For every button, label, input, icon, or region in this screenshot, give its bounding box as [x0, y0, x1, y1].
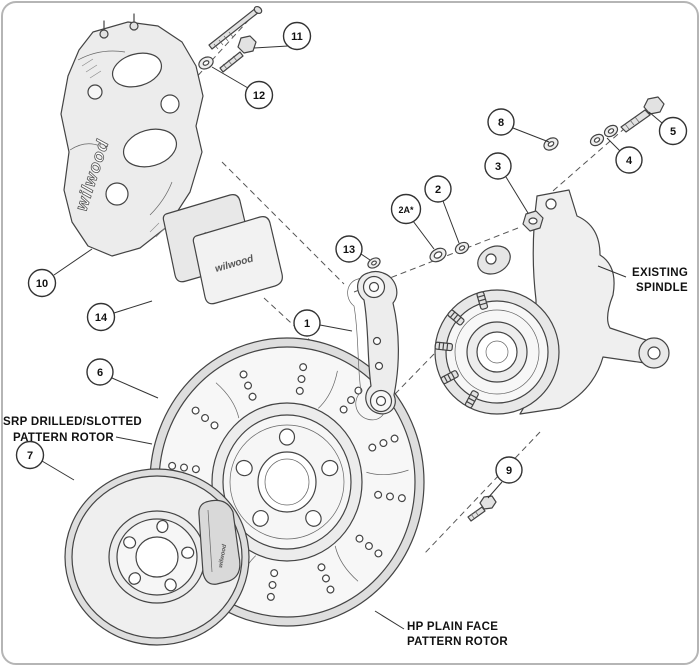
washer-4b: [589, 133, 605, 147]
callout-5: 5: [658, 116, 688, 146]
callout-8: 8: [487, 108, 515, 136]
nut-3: [522, 210, 544, 232]
callout-14-label: 14: [95, 312, 108, 324]
callout-7-label: 7: [27, 450, 33, 462]
washer-2: [454, 241, 470, 255]
srp-rotor-label-line1: SRP DRILLED/SLOTTED: [3, 416, 142, 428]
callout-3: 3: [484, 152, 512, 180]
bleed-screw-icon: [129, 21, 139, 31]
spindle: [434, 189, 670, 415]
hex-bolt-11: [219, 35, 257, 73]
callout-12-label: 12: [253, 90, 265, 102]
hardware: [198, 5, 665, 522]
hub: [434, 289, 560, 415]
callout-10-label: 10: [36, 278, 48, 290]
callout-8-label: 8: [498, 117, 504, 129]
washer-2a: [429, 247, 447, 263]
hex-bolt-9: [467, 495, 497, 522]
washer-8: [543, 137, 559, 151]
callout-1: 1: [293, 309, 321, 337]
callout-10: 10: [27, 268, 57, 298]
washer-12: [198, 56, 214, 70]
callout-11: 11: [282, 21, 312, 51]
callout-7: 7: [15, 440, 45, 470]
washer-13: [367, 257, 381, 269]
callout-2: 2: [424, 175, 452, 203]
caliper-bracket: [347, 270, 399, 421]
callout-leader-lines: [41, 45, 663, 630]
callout-14: 14: [86, 302, 116, 332]
rotor-plain-face: wilwood: [64, 468, 250, 646]
callout-9-label: 9: [506, 465, 512, 477]
callout-11-label: 11: [291, 31, 303, 43]
callout-2-label: 2: [435, 184, 441, 196]
hp-rotor-label-line1: HP PLAIN FACE: [407, 621, 498, 633]
callout-2a-label: 2A*: [398, 205, 414, 215]
text-labels: EXISTING SPINDLE SRP DRILLED/SLOTTED PAT…: [3, 267, 688, 648]
callout-5-label: 5: [670, 126, 676, 138]
callout-6: 6: [86, 358, 114, 386]
mini-caliper-brand-text: wilwood: [218, 544, 228, 569]
callout-12: 12: [244, 80, 274, 110]
srp-rotor-label-line2: PATTERN ROTOR: [13, 432, 114, 444]
brake-pads: wilwood: [162, 194, 283, 305]
callout-1-label: 1: [304, 318, 310, 330]
callout-3-label: 3: [495, 161, 501, 173]
existing-spindle-label-line1: EXISTING: [632, 267, 688, 279]
bleed-screw-icon: [99, 29, 109, 39]
callout-4: 4: [615, 146, 643, 174]
callout-9: 9: [495, 456, 523, 484]
hex-bolt-5: [620, 96, 665, 133]
callout-4-label: 4: [626, 155, 633, 167]
callout-2a: 2A*: [390, 193, 422, 225]
washer-4a: [603, 124, 619, 138]
hp-rotor-label-line2: PATTERN ROTOR: [407, 636, 508, 648]
mini-caliper: wilwood: [198, 499, 241, 585]
callout-13: 13: [335, 235, 363, 263]
long-bolt: [208, 5, 263, 50]
callout-6-label: 6: [97, 367, 103, 379]
existing-spindle-label-line2: SPINDLE: [636, 282, 688, 294]
caliper: wilwood: [60, 13, 204, 257]
callout-13-label: 13: [343, 244, 355, 256]
callouts: 11 12 8 5 4 3 2 2A* 13 10 14 1 6 7 9: [15, 21, 688, 484]
